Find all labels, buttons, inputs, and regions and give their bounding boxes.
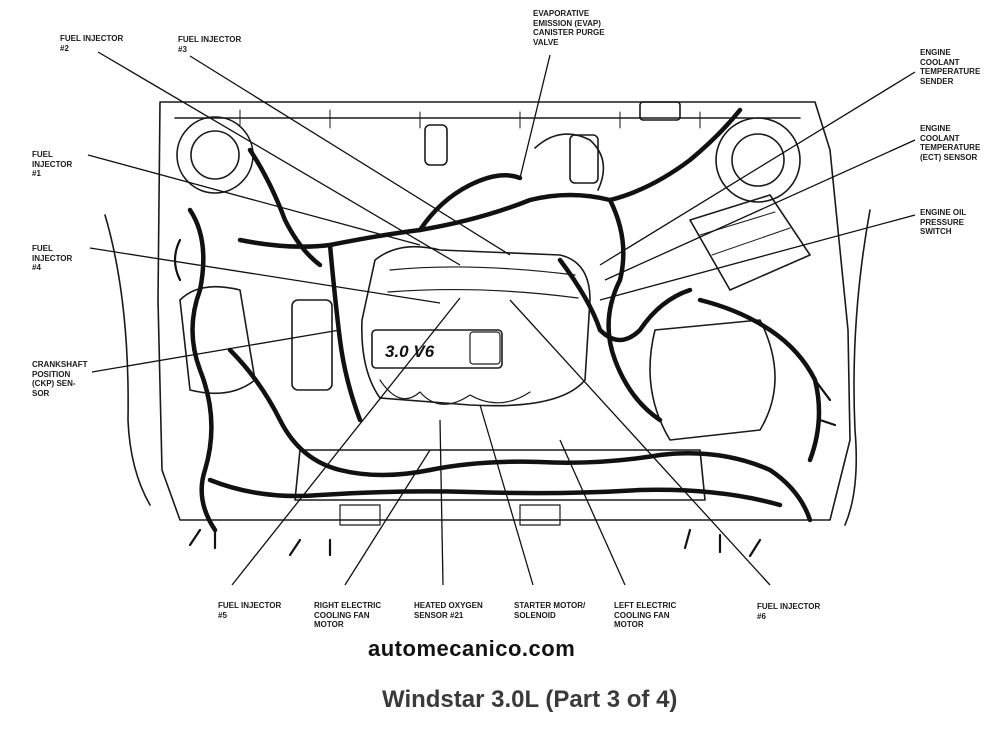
radiator-support <box>294 449 706 501</box>
leader-ect-sensor <box>604 139 916 281</box>
leader-ect-sender <box>599 71 916 266</box>
brake-booster <box>649 319 776 441</box>
figure-caption: Windstar 3.0L (Part 3 of 4) <box>382 686 678 713</box>
leader-right-fan-motor <box>344 449 431 586</box>
leader-oxygen-sensor <box>439 419 444 586</box>
leader-oil-pressure-switch <box>599 214 916 301</box>
label-ckp-sensor: CRANKSHAFT POSITION (CKP) SEN- SOR <box>32 360 88 398</box>
leader-starter-motor <box>479 404 534 586</box>
label-right-fan-motor: RIGHT ELECTRIC COOLING FAN MOTOR <box>314 601 382 629</box>
label-fuel-injector-3: FUEL INJECTOR #3 <box>178 35 242 54</box>
intake-manifold <box>361 245 591 407</box>
coolant-reservoir <box>291 299 333 391</box>
leader-evap-valve <box>519 54 551 179</box>
label-oil-pressure-switch: ENGINE OIL PRESSURE SWITCH <box>920 208 967 236</box>
leader-fuel-injector-2 <box>97 51 461 266</box>
label-fuel-injector-2: FUEL INJECTOR #2 <box>60 34 124 53</box>
label-evap-valve: EVAPORATIVE EMISSION (EVAP) CANISTER PUR… <box>533 9 605 47</box>
leader-ckp-sensor <box>91 329 341 373</box>
engine-cover-plate <box>371 329 503 369</box>
engine-bay-outline <box>157 101 851 521</box>
label-fuel-injector-1: FUEL INJECTOR #1 <box>32 150 73 178</box>
label-ect-sender: ENGINE COOLANT TEMPERATURE SENDER <box>920 48 981 86</box>
leader-fuel-injector-1 <box>87 154 421 246</box>
right-fender-line <box>844 209 871 526</box>
label-ect-sensor: ENGINE COOLANT TEMPERATURE (ECT) SENSOR <box>920 124 981 162</box>
leader-lines <box>87 51 916 586</box>
label-fuel-injector-6: FUEL INJECTOR #6 <box>757 602 821 621</box>
label-fuel-injector-4: FUEL INJECTOR #4 <box>32 244 73 272</box>
wiring-harness <box>187 107 822 533</box>
relay-box <box>689 194 811 291</box>
label-left-fan-motor: LEFT ELECTRIC COOLING FAN MOTOR <box>614 601 677 629</box>
label-oxygen-sensor: HEATED OXYGEN SENSOR #21 <box>414 601 483 620</box>
engine-badge: 3.0 V6 <box>385 342 435 361</box>
leader-left-fan-motor <box>559 439 626 586</box>
leader-fuel-injector-6 <box>509 299 771 586</box>
leader-fuel-injector-4 <box>89 247 441 304</box>
leader-fuel-injector-5 <box>231 297 461 586</box>
leader-fuel-injector-3 <box>189 55 511 256</box>
left-fender-line <box>104 214 151 506</box>
watermark-text: automecanico.com <box>368 636 576 661</box>
label-starter-motor: STARTER MOTOR/ SOLENOID <box>514 601 586 620</box>
right-strut-tower <box>715 117 801 203</box>
label-fuel-injector-5: FUEL INJECTOR #5 <box>218 601 282 620</box>
